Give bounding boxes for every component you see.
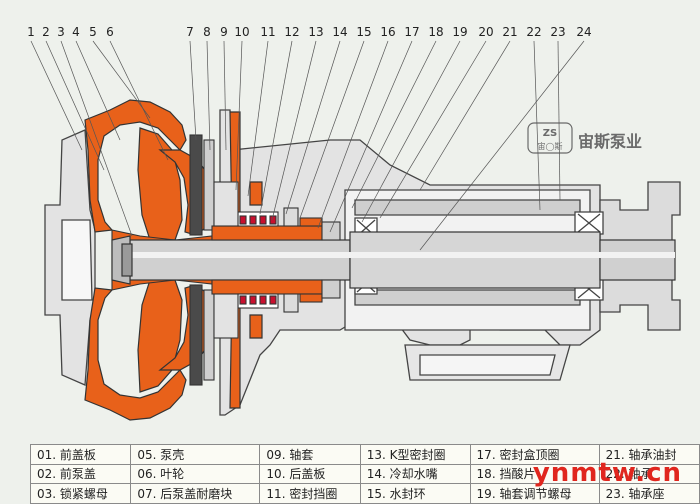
callout-13: 13 bbox=[308, 25, 323, 39]
leader-line-19 bbox=[361, 40, 461, 223]
leader-line-11 bbox=[247, 40, 269, 197]
brand-logo: ZS 宙◯斯 宙斯泵业 bbox=[527, 122, 642, 154]
legend-cell: 11. 密封挡圈 bbox=[259, 483, 361, 504]
callout-21: 21 bbox=[502, 25, 517, 39]
pump-shaft bbox=[111, 231, 676, 289]
legend-cell: 13. K型密封圈 bbox=[359, 444, 471, 465]
legend-cell: 03. 锁紧螺母 bbox=[29, 483, 132, 504]
leader-line-2 bbox=[45, 40, 105, 171]
front-inlet bbox=[44, 129, 96, 386]
leader-line-8 bbox=[206, 40, 211, 151]
callout-19: 19 bbox=[452, 25, 467, 39]
legend-cell: 14. 冷却水嘴 bbox=[359, 463, 471, 485]
legend-cell: 15. 水封环 bbox=[359, 483, 471, 504]
leader-line-16 bbox=[317, 40, 389, 229]
leader-line-12 bbox=[259, 40, 293, 215]
leader-line-6 bbox=[109, 40, 169, 161]
leader-line-4 bbox=[75, 40, 121, 141]
brand-name: 宙斯泵业 bbox=[578, 132, 642, 151]
callout-2: 2 bbox=[42, 25, 50, 39]
leader-line-24 bbox=[419, 40, 585, 251]
callout-leader-lines bbox=[30, 40, 585, 251]
leader-line-21 bbox=[419, 40, 511, 191]
callout-1: 1 bbox=[27, 25, 35, 39]
legend-cell: 18. 挡酸片 bbox=[469, 463, 600, 485]
leader-line-23 bbox=[557, 40, 561, 201]
watermark: ynmtw.cn bbox=[532, 458, 682, 488]
callout-10: 10 bbox=[234, 25, 249, 39]
callout-14: 14 bbox=[332, 25, 347, 39]
callout-9: 9 bbox=[220, 25, 228, 39]
leader-line-5 bbox=[92, 40, 151, 119]
brand-logo-mark: ZS bbox=[543, 128, 557, 139]
leader-line-22 bbox=[533, 40, 541, 211]
callout-5: 5 bbox=[89, 25, 97, 39]
leader-line-13 bbox=[271, 40, 317, 221]
legend-cell: 01. 前盖板 bbox=[29, 444, 132, 465]
leader-line-9 bbox=[223, 40, 227, 151]
callout-23: 23 bbox=[550, 25, 565, 39]
callout-3: 3 bbox=[57, 25, 65, 39]
legend-cell: 05. 泵壳 bbox=[130, 444, 261, 465]
legend-cell: 06. 叶轮 bbox=[130, 463, 261, 485]
callout-24: 24 bbox=[576, 25, 591, 39]
callout-17: 17 bbox=[404, 25, 419, 39]
leader-line-17 bbox=[329, 40, 413, 233]
brand-logo-sub: 宙◯斯 bbox=[538, 141, 563, 151]
leader-line-7 bbox=[189, 40, 197, 141]
leader-line-1 bbox=[30, 40, 83, 151]
legend-cell: 07. 后泵盖耐磨块 bbox=[130, 483, 261, 504]
callout-4: 4 bbox=[72, 25, 80, 39]
callout-16: 16 bbox=[380, 25, 395, 39]
callout-18: 18 bbox=[428, 25, 443, 39]
legend-cell: 09. 轴套 bbox=[259, 444, 361, 465]
callout-6: 6 bbox=[106, 25, 114, 39]
legend-cell: 19. 轴套调节螺母 bbox=[469, 483, 600, 504]
leader-line-18 bbox=[351, 40, 437, 209]
legend-cell: 02. 前泵盖 bbox=[29, 463, 132, 485]
leader-line-20 bbox=[379, 40, 487, 219]
callout-22: 22 bbox=[526, 25, 541, 39]
legend-cell: 10. 后盖板 bbox=[259, 463, 361, 485]
callout-15: 15 bbox=[356, 25, 371, 39]
leader-line-15 bbox=[299, 40, 365, 219]
callout-11: 11 bbox=[260, 25, 275, 39]
callout-20: 20 bbox=[478, 25, 493, 39]
leader-line-14 bbox=[285, 40, 341, 215]
leader-line-10 bbox=[235, 40, 243, 191]
callout-12: 12 bbox=[284, 25, 299, 39]
legend-cell: 23. 轴承座 bbox=[598, 483, 700, 504]
leader-line-3 bbox=[60, 40, 133, 237]
callout-7: 7 bbox=[186, 25, 194, 39]
callout-8: 8 bbox=[203, 25, 211, 39]
legend-cell: 17. 密封盒顶圈 bbox=[469, 444, 600, 465]
mechanical-seal-group bbox=[211, 181, 341, 339]
